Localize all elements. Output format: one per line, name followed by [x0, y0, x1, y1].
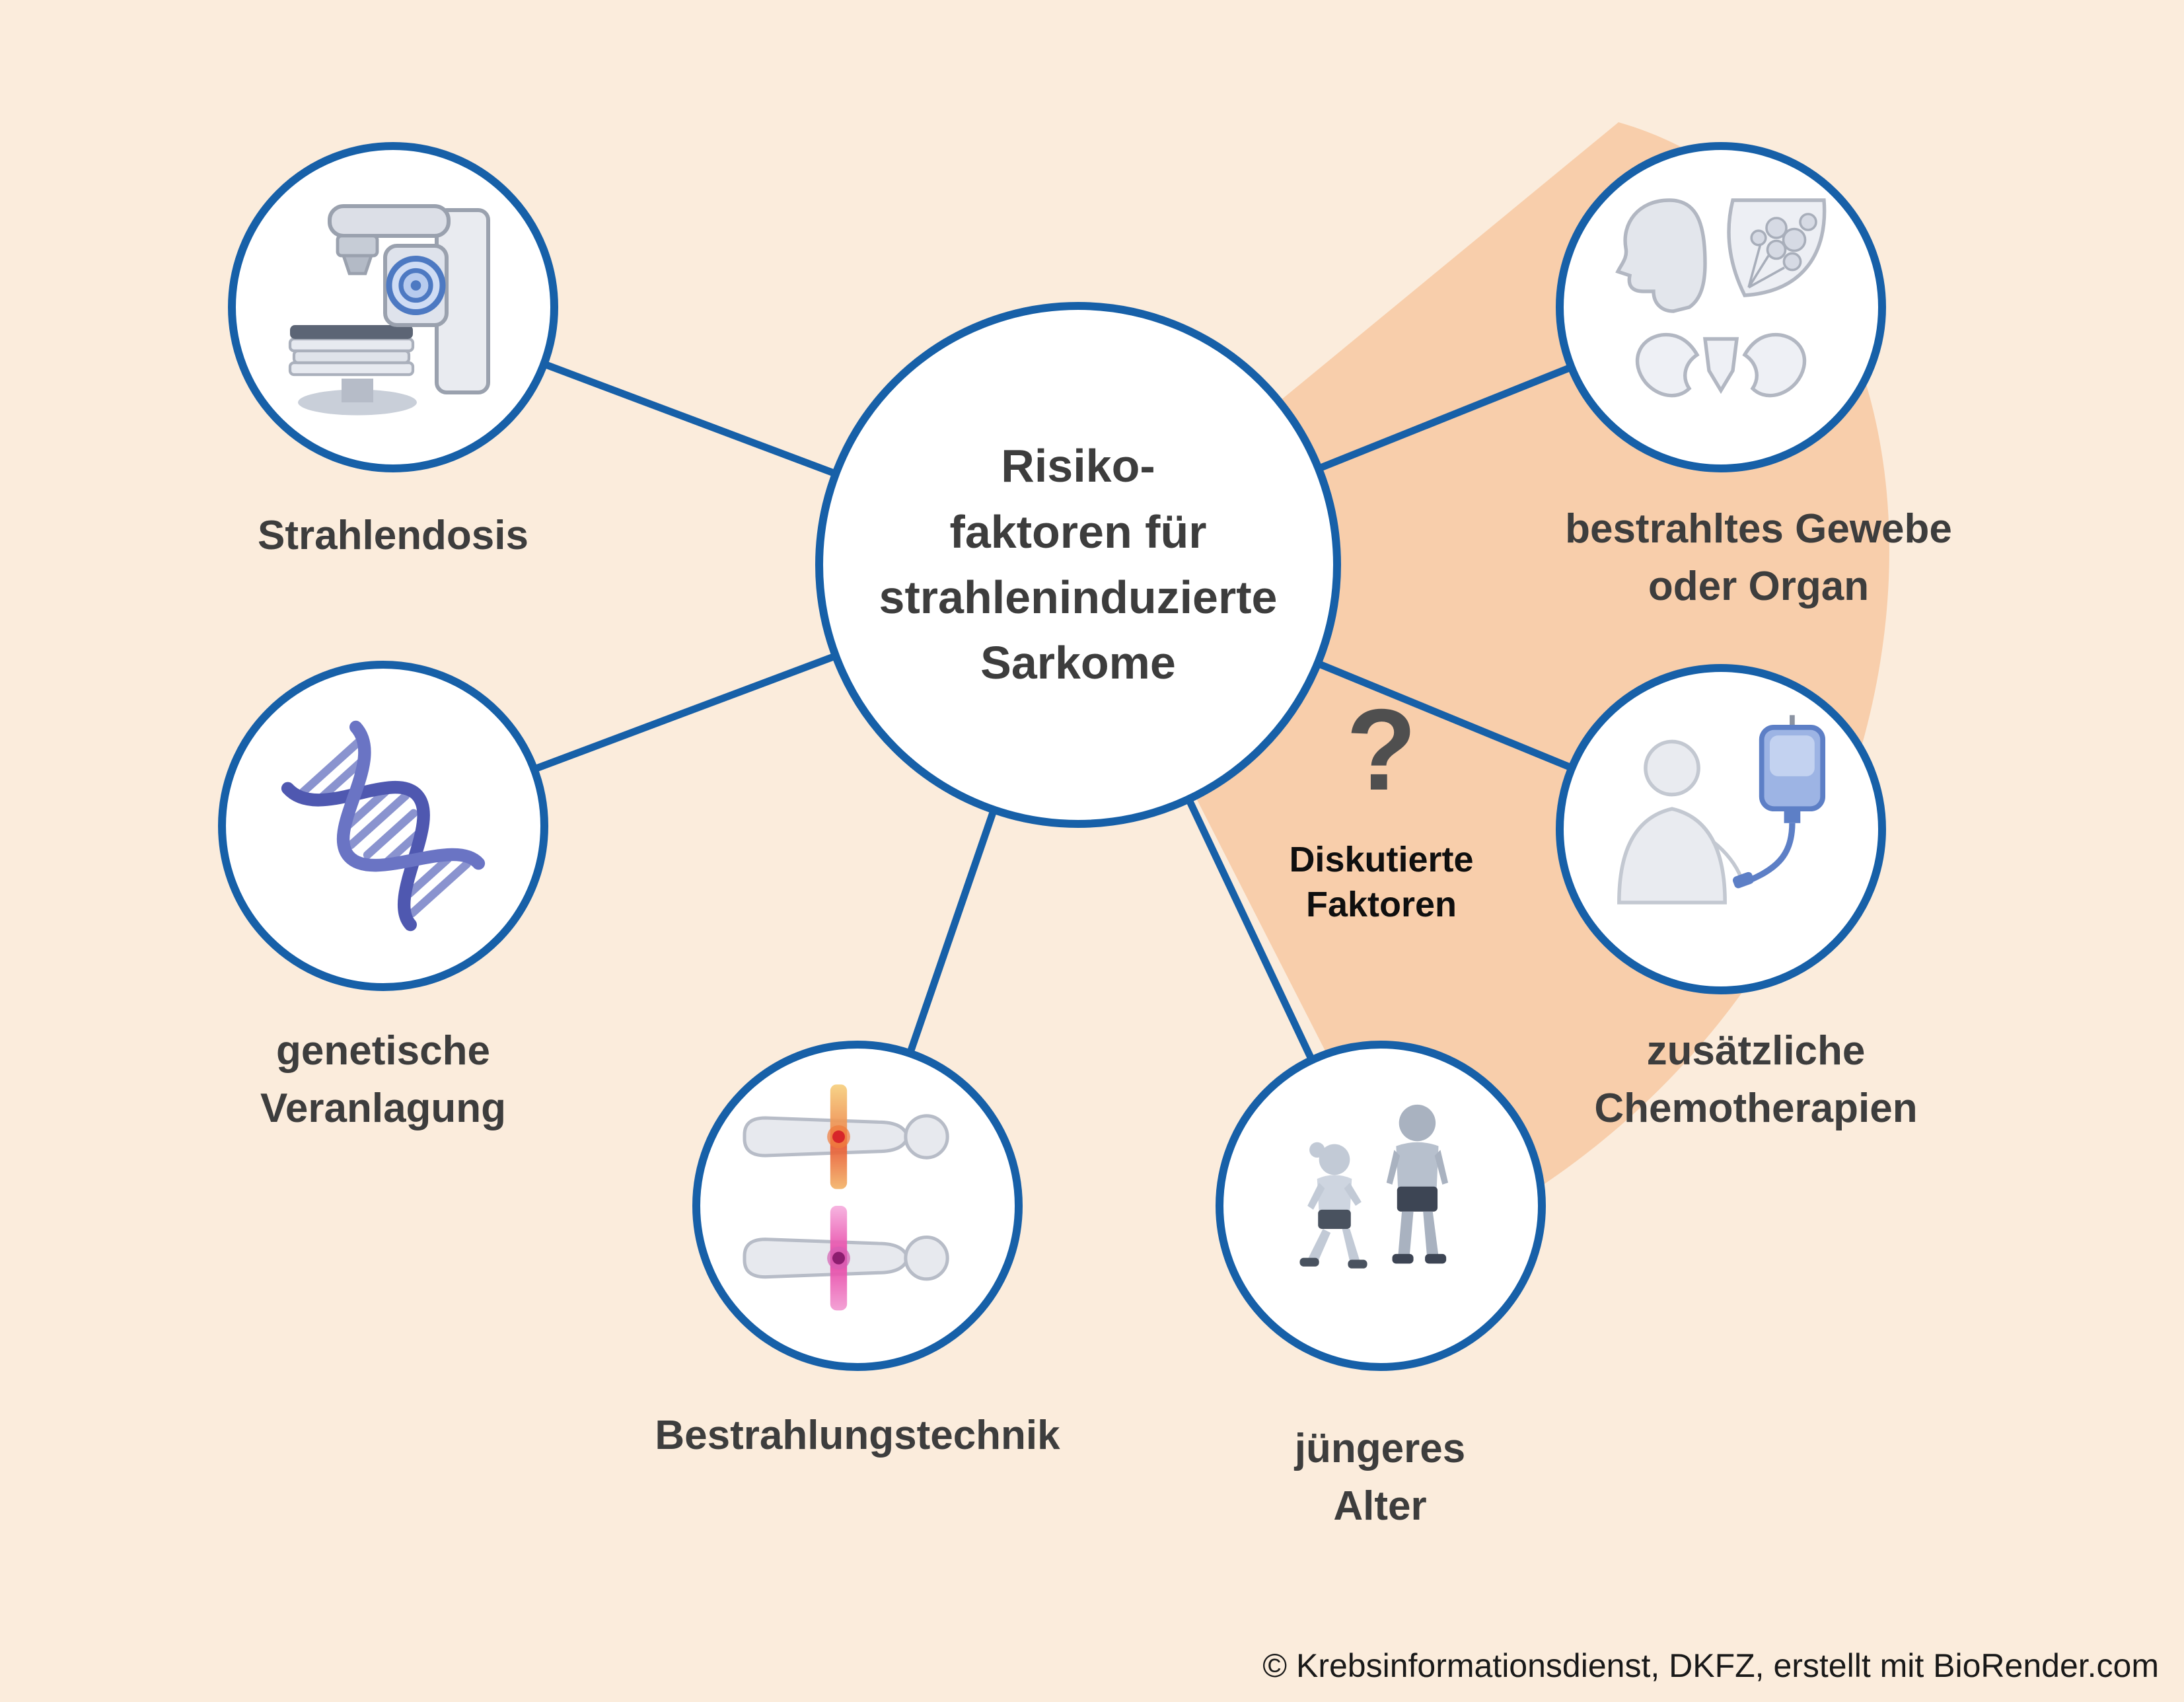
node-circle-zusaetzliche-chemotherapien — [1556, 664, 1886, 994]
node-label-strahlendosis: Strahlendosis — [258, 513, 528, 558]
discussed-factors-label: Diskutierte Faktoren — [1289, 840, 1474, 924]
radiation-beams-icon — [743, 1084, 949, 1311]
node-label-juengeres-alter: jüngeres Alter — [1294, 1426, 1466, 1529]
node-circle-bestrahlungstechnik — [692, 1041, 1023, 1371]
iv-infusion-icon — [1617, 715, 1826, 905]
node-label-zusaetzliche-chemotherapien: zusätzliche Chemotherapien — [1594, 1028, 1918, 1131]
node-label-genetische-veranlagung: genetische Veranlagung — [260, 1028, 507, 1131]
node-circle-bestrahltes-gewebe — [1556, 142, 1886, 472]
node-label-bestrahltes-gewebe: bestrahltes Gewebe oder Organ — [1565, 506, 1952, 609]
node-label-bestrahlungstechnik: Bestrahlungstechnik — [655, 1413, 1060, 1458]
central-topic-circle: Risiko- faktoren für strahleninduzierte … — [815, 302, 1341, 828]
radiotherapy-machine-icon — [288, 204, 490, 416]
node-circle-juengeres-alter — [1216, 1041, 1546, 1371]
anatomy-icon — [1615, 198, 1827, 398]
node-circle-genetische-veranlagung — [218, 661, 548, 991]
copyright-credit: © Krebsinformationsdienst, DKFZ, erstell… — [1262, 1647, 2159, 1684]
node-circle-strahlendosis — [228, 142, 558, 472]
question-mark-symbol: ? — [1346, 686, 1417, 815]
dna-icon — [281, 720, 486, 932]
central-topic-title: Risiko- faktoren für strahleninduzierte … — [879, 440, 1278, 689]
children-icon — [1299, 1104, 1449, 1269]
